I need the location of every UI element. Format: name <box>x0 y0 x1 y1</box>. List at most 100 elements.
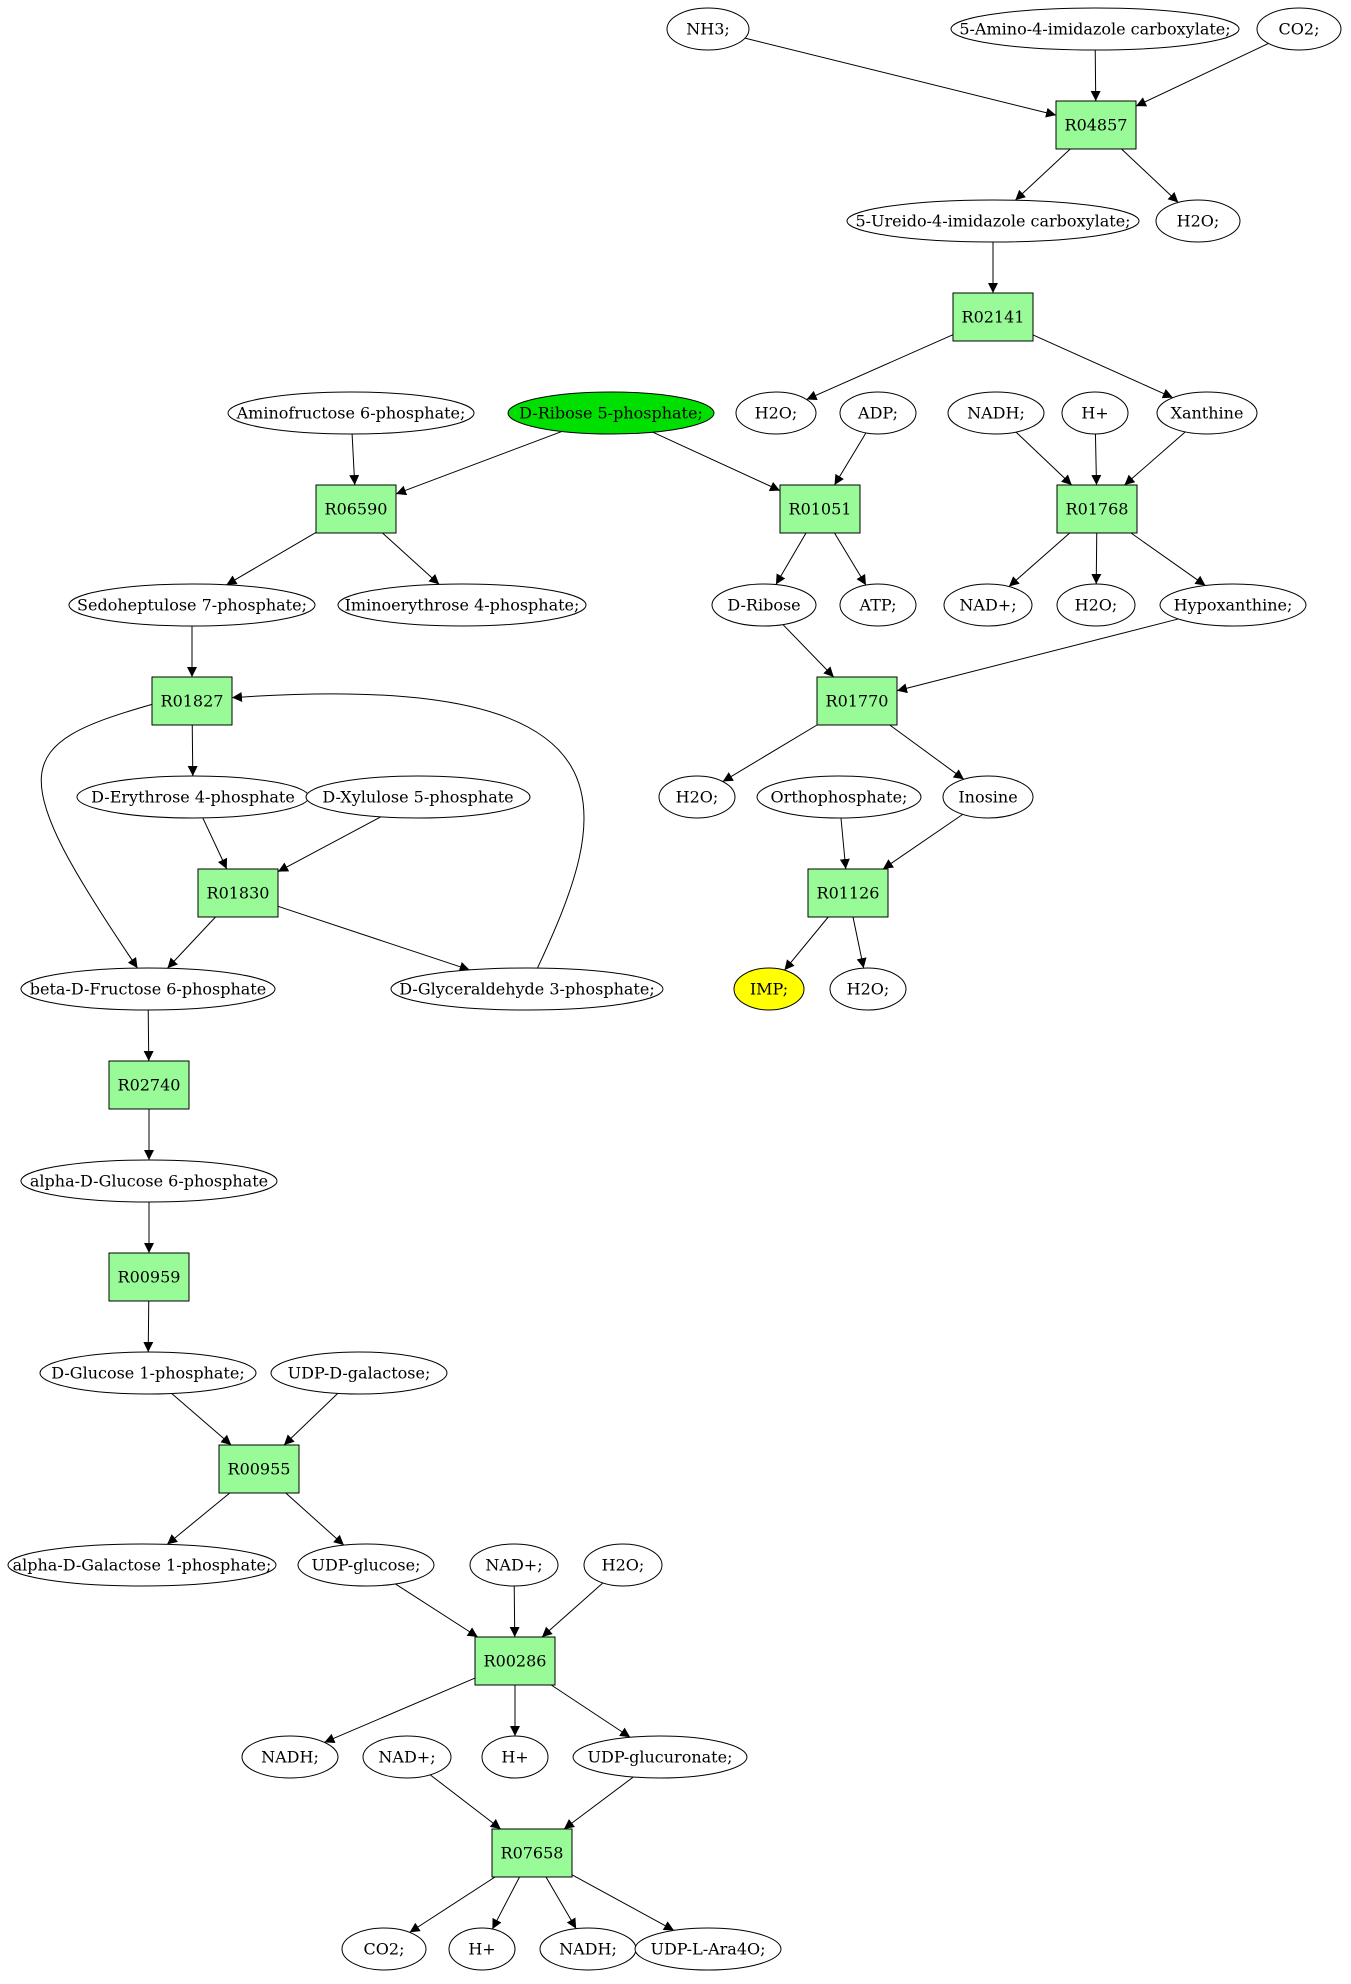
edge-arrow <box>285 1492 345 1546</box>
edge-arrow <box>1121 148 1179 203</box>
compound-node-h2o[interactable]: H2O; <box>658 775 736 819</box>
edge-arrow <box>563 1776 634 1830</box>
compound-node-imp[interactable]: IMP; <box>733 967 805 1011</box>
edge-arrow <box>143 1300 154 1353</box>
edge-arrow <box>283 1393 339 1446</box>
reaction-node-r01051[interactable]: R01051 <box>779 484 861 534</box>
compound-node-nad[interactable]: NAD+; <box>362 1735 452 1779</box>
compound-node-d-ribose-5-phosphate[interactable]: D-Ribose 5-phosphate; <box>507 391 715 435</box>
node-label: D-Glyceraldehyde 3-phosphate; <box>399 980 654 999</box>
compound-node-udp-glucose[interactable]: UDP-glucose; <box>297 1543 435 1587</box>
reaction-box <box>151 676 233 726</box>
node-label: UDP-glucose; <box>312 1556 421 1575</box>
reaction-node-r07658[interactable]: R07658 <box>491 1828 573 1878</box>
compound-node-iminoerythrose-4-phosphate[interactable]: Iminoerythrose 4-phosphate; <box>337 583 587 627</box>
compound-node-5-ureido-4-imidazole-carboxylate[interactable]: 5-Ureido-4-imidazole carboxylate; <box>846 199 1140 243</box>
compound-node-h2o[interactable]: H2O; <box>583 1543 663 1587</box>
reaction-node-r01770[interactable]: R01770 <box>816 676 898 726</box>
edge-arrow <box>775 532 807 585</box>
compound-node-5-amino-4-imidazole-carboxylate[interactable]: 5-Amino-4-imidazole carboxylate; <box>950 7 1240 51</box>
compound-node-nh3[interactable]: NH3; <box>666 7 750 51</box>
reaction-node-r01768[interactable]: R01768 <box>1056 484 1138 534</box>
compound-node-h2o[interactable]: H2O; <box>1155 199 1241 243</box>
compound-node-udp-glucuronate[interactable]: UDP-glucuronate; <box>572 1735 748 1779</box>
compound-ellipse <box>1256 7 1342 51</box>
compound-node-aminofructose-6-phosphate[interactable]: Aminofructose 6-phosphate; <box>227 391 475 435</box>
reaction-box <box>816 676 898 726</box>
compound-ellipse <box>1156 391 1258 435</box>
compound-node-nad[interactable]: NAD+; <box>943 583 1033 627</box>
compound-ellipse <box>711 583 817 627</box>
compound-node-h[interactable]: H+ <box>448 1927 516 1971</box>
reaction-box <box>952 292 1034 342</box>
compound-node-h2o[interactable]: H2O; <box>829 967 907 1011</box>
node-label: H2O; <box>1177 212 1220 231</box>
reaction-node-r04857[interactable]: R04857 <box>1055 100 1137 150</box>
compound-ellipse <box>337 583 587 627</box>
compound-node-h[interactable]: H+ <box>481 1735 549 1779</box>
compound-node-sedoheptulose-7-phosphate[interactable]: Sedoheptulose 7-phosphate; <box>68 583 316 627</box>
compound-node-udp-d-galactose[interactable]: UDP-D-galactose; <box>270 1351 448 1395</box>
compound-node-h[interactable]: H+ <box>1061 391 1129 435</box>
edge-arrow <box>852 916 867 969</box>
compound-node-d-erythrose-4-phosphate[interactable]: D-Erythrose 4-phosphate <box>76 775 310 819</box>
edge-arrow <box>226 531 317 586</box>
compound-node-xanthine[interactable]: Xanthine <box>1156 391 1258 435</box>
edge-arrow <box>1014 148 1071 201</box>
node-label: NADH; <box>967 404 1025 423</box>
node-label: H2O; <box>1075 596 1118 615</box>
compound-ellipse <box>1061 391 1129 435</box>
compound-node-beta-d-fructose-6-phosphate[interactable]: beta-D-Fructose 6-phosphate <box>20 967 276 1011</box>
node-label: ATP; <box>859 596 897 615</box>
compound-node-hypoxanthine[interactable]: Hypoxanthine; <box>1159 583 1307 627</box>
compound-ellipse <box>583 1543 663 1587</box>
reaction-node-r06590[interactable]: R06590 <box>315 484 397 534</box>
compound-node-h2o[interactable]: H2O; <box>1056 583 1136 627</box>
compound-node-nadh[interactable]: NADH; <box>241 1735 339 1779</box>
reaction-node-r02740[interactable]: R02740 <box>108 1060 190 1110</box>
reaction-node-r01827[interactable]: R01827 <box>151 676 233 726</box>
compound-node-adp[interactable]: ADP; <box>839 391 917 435</box>
reaction-box <box>108 1252 190 1302</box>
reaction-node-r00959[interactable]: R00959 <box>108 1252 190 1302</box>
compound-node-inosine[interactable]: Inosine <box>942 775 1034 819</box>
edge-arrow <box>409 1876 496 1933</box>
edge-arrow <box>806 334 954 400</box>
node-label: D-Glucose 1-phosphate; <box>51 1364 244 1383</box>
reaction-node-r02141[interactable]: R02141 <box>952 292 1034 342</box>
compound-node-d-xylulose-5-phosphate[interactable]: D-Xylulose 5-phosphate <box>305 775 531 819</box>
compound-node-udp-l-ara4o[interactable]: UDP-L-Ara4O; <box>634 1927 782 1971</box>
reaction-node-r01830[interactable]: R01830 <box>197 868 279 918</box>
node-label: H2O; <box>847 980 890 999</box>
reaction-node-r01126[interactable]: R01126 <box>807 868 889 918</box>
compound-node-nadh[interactable]: NADH; <box>947 391 1045 435</box>
compound-ellipse <box>7 1543 277 1587</box>
reaction-node-r00286[interactable]: R00286 <box>474 1636 556 1686</box>
compound-node-co2[interactable]: CO2; <box>1256 7 1342 51</box>
compound-node-nad[interactable]: NAD+; <box>469 1543 559 1587</box>
compound-node-atp[interactable]: ATP; <box>839 583 917 627</box>
node-label: Orthophosphate; <box>771 788 908 807</box>
reaction-box <box>1055 100 1137 150</box>
compound-node-alpha-d-glucose-6-phosphate[interactable]: alpha-D-Glucose 6-phosphate <box>20 1159 278 1203</box>
node-label: UDP-L-Ara4O; <box>650 1940 765 1959</box>
reaction-box <box>315 484 397 534</box>
node-label: Inosine <box>958 788 1017 807</box>
reaction-node-r00955[interactable]: R00955 <box>218 1444 300 1494</box>
compound-node-d-glucose-1-phosphate[interactable]: D-Glucose 1-phosphate; <box>39 1351 257 1395</box>
edge-arrow <box>889 724 965 780</box>
compound-node-alpha-d-galactose-1-phosphate[interactable]: alpha-D-Galactose 1-phosphate; <box>7 1543 277 1587</box>
compound-node-h2o[interactable]: H2O; <box>735 391 817 435</box>
compound-ellipse <box>829 967 907 1011</box>
node-label: D-Xylulose 5-phosphate <box>322 788 513 807</box>
compound-node-orthophosphate[interactable]: Orthophosphate; <box>756 775 922 819</box>
compound-ellipse <box>305 775 531 819</box>
compound-node-d-ribose[interactable]: D-Ribose <box>711 583 817 627</box>
node-label: R06590 <box>325 500 388 519</box>
compound-node-d-glyceraldehyde-3-phosphate[interactable]: D-Glyceraldehyde 3-phosphate; <box>390 967 664 1011</box>
compound-ellipse <box>227 391 475 435</box>
compound-node-co2[interactable]: CO2; <box>341 1927 427 1971</box>
compound-node-nadh[interactable]: NADH; <box>539 1927 637 1971</box>
